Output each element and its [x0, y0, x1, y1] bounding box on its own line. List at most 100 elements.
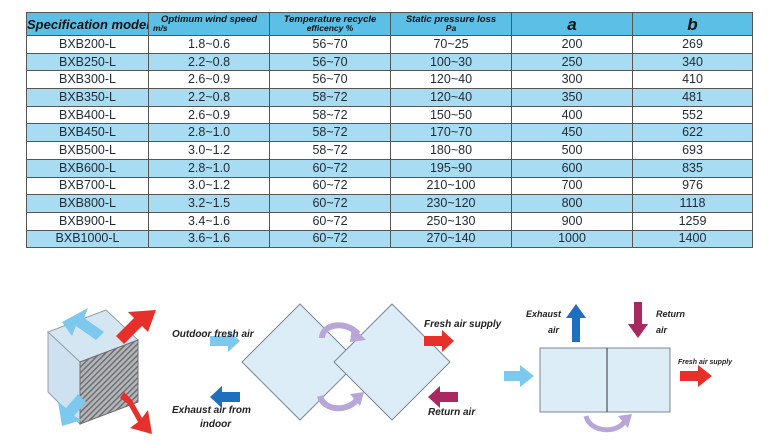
cell-temp: 60~72	[269, 194, 391, 213]
box-swirl-arrow-icon	[583, 414, 632, 433]
cell-temp: 60~72	[269, 229, 391, 249]
header-pressure-label: Static pressure loss	[405, 14, 497, 25]
label-exhaust: Exhaust	[526, 309, 562, 319]
cell-temp: 58~72	[269, 105, 391, 125]
exchanger-box-icon	[539, 347, 671, 413]
exchanger-diamond-left	[241, 303, 359, 421]
cell-temp: 58~72	[269, 123, 391, 143]
cell-wind: 2.8~1.0	[148, 123, 270, 143]
cell-pressure: 195~90	[390, 158, 512, 178]
cell-pressure: 170~70	[390, 123, 512, 143]
header-temperature-label: Temperature recycle	[283, 14, 377, 25]
label-fresh-air-supply-box: Fresh air supply	[678, 359, 733, 366]
cell-b: 1259	[632, 211, 753, 231]
cell-a: 900	[511, 211, 633, 231]
cell-a: 450	[511, 123, 633, 143]
cell-model: BXB250-L	[26, 52, 149, 72]
header-wind-speed-label: Optimum wind speed	[160, 14, 258, 25]
cell-model: BXB400-L	[26, 105, 149, 125]
cell-wind: 2.6~0.9	[148, 105, 270, 125]
cell-a: 500	[511, 141, 633, 160]
cell-temp: 60~72	[269, 211, 391, 231]
cell-model: BXB600-L	[26, 158, 149, 178]
cell-model: BXB800-L	[26, 194, 149, 213]
airflow-diagram: Outdoor fresh air Fresh air supply Exhau…	[0, 288, 777, 445]
cell-temp: 56~70	[269, 35, 391, 54]
header-wind-speed: Optimum wind speed m/s	[148, 12, 270, 36]
cell-a: 800	[511, 194, 633, 213]
box-fresh-air-in-arrow	[504, 365, 534, 387]
return-air-arrow	[428, 386, 458, 408]
cell-pressure: 120~40	[390, 88, 512, 107]
header-pressure-unit: Pa	[445, 23, 457, 33]
cell-a: 1000	[511, 229, 633, 249]
cell-model: BXB1000-L	[26, 229, 149, 249]
cell-pressure: 120~40	[390, 70, 512, 90]
cell-model: BXB900-L	[26, 211, 149, 231]
airflow-diagram-graphics	[47, 302, 712, 434]
cell-b: 410	[632, 70, 753, 90]
cube-return-air-in-arrow	[116, 310, 156, 344]
cell-b: 693	[632, 141, 753, 160]
label-outdoor-fresh-air: Outdoor fresh air	[172, 329, 254, 340]
cell-pressure: 70~25	[390, 35, 512, 54]
cell-pressure: 180~80	[390, 141, 512, 160]
cell-wind: 2.8~1.0	[148, 158, 270, 178]
cube-exhaust-arrow	[58, 394, 86, 426]
cell-pressure: 100~30	[390, 52, 512, 72]
cell-b: 622	[632, 123, 753, 143]
cell-model: BXB500-L	[26, 141, 149, 160]
cell-a: 400	[511, 105, 633, 125]
cube-supply-arrow	[120, 392, 152, 434]
cell-temp: 58~72	[269, 88, 391, 107]
label-fresh-air-supply: Fresh air supply	[424, 319, 502, 330]
box-fresh-air-supply-arrow	[680, 365, 712, 387]
cube-fresh-air-in-arrow	[62, 308, 104, 340]
fresh-air-supply-arrow	[424, 330, 454, 352]
swirl-arrow-icon	[317, 322, 366, 412]
cell-b: 1118	[632, 194, 753, 213]
header-model: Specification model	[26, 12, 149, 36]
label-exhaust-air: air	[548, 325, 560, 335]
cell-temp: 60~72	[269, 158, 391, 178]
header-temperature-sub: efficency %	[306, 23, 354, 33]
label-indoor: indoor	[200, 419, 232, 430]
cell-b: 340	[632, 52, 753, 72]
exhaust-air-arrow	[210, 386, 240, 408]
box-exhaust-air-arrow	[566, 304, 586, 342]
cell-wind: 2.2~0.8	[148, 88, 270, 107]
header-pressure: Static pressure loss Pa	[390, 12, 512, 36]
cell-pressure: 210~100	[390, 176, 512, 196]
cell-temp: 56~70	[269, 70, 391, 90]
label-return-air-box: air	[656, 325, 668, 335]
cell-pressure: 250~130	[390, 211, 512, 231]
cell-model: BXB200-L	[26, 35, 149, 54]
label-return-air: Return air	[428, 407, 476, 418]
cell-a: 600	[511, 158, 633, 178]
cell-b: 835	[632, 158, 753, 178]
cell-b: 481	[632, 88, 753, 107]
cell-b: 976	[632, 176, 753, 196]
header-wind-speed-unit: m/s	[153, 23, 168, 33]
header-b: b	[632, 12, 753, 36]
label-exhaust-air-from: Exhaust air from	[172, 405, 251, 416]
cell-temp: 56~70	[269, 52, 391, 72]
cell-wind: 2.6~0.9	[148, 70, 270, 90]
cell-pressure: 150~50	[390, 105, 512, 125]
cell-temp: 58~72	[269, 141, 391, 160]
cell-model: BXB300-L	[26, 70, 149, 90]
cell-a: 200	[511, 35, 633, 54]
header-a: a	[511, 12, 633, 36]
cell-temp: 60~72	[269, 176, 391, 196]
cell-a: 700	[511, 176, 633, 196]
